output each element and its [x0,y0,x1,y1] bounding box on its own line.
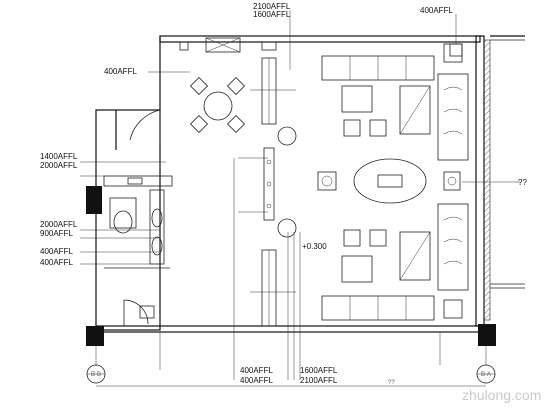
label-left-1400: 1400AFFL [40,152,78,161]
section-marker-left: B-B [86,362,106,384]
label-bottom-400-b: 400AFFL [240,376,273,385]
lower-lounge [321,203,469,321]
label-bottom-2100: 2100AFFL [300,376,338,385]
label-bottom-1600: 1600AFFL [300,366,338,375]
label-left-400-a: 400AFFL [40,247,73,256]
label-left-900: 900AFFL [40,229,73,238]
outer-walls [86,35,525,370]
bathroom [103,175,173,326]
leader-lines [80,10,520,387]
section-marker-right: B-A [476,362,496,384]
label-left-2000-a: 2000AFFL [40,161,78,170]
label-right-question: ?? [518,178,527,187]
label-top-right-400: 400AFFL [420,6,453,15]
level-mark: +0.300 [302,242,327,251]
entry-door [129,109,161,150]
watermark-text: zhulong.com [462,387,541,403]
label-top-1600: 1600AFFL [253,10,291,19]
section-marker-right-label: B-A [481,372,491,378]
label-bottom-dim: ?? [388,380,395,386]
oval-coffee-table [317,158,461,204]
upper-lounge [321,43,469,161]
label-top-2100: 2100AFFL [253,2,291,11]
top-fixtures [179,37,463,57]
label-left-2000-b: 2000AFFL [40,220,78,229]
label-left-400-b: 400AFFL [40,258,73,267]
label-bottom-400-a: 400AFFL [240,366,273,375]
round-dining-table [189,76,246,134]
partition-screens [250,57,297,327]
label-left-400: 400AFFL [104,67,137,76]
section-marker-left-label: B-B [91,372,101,378]
